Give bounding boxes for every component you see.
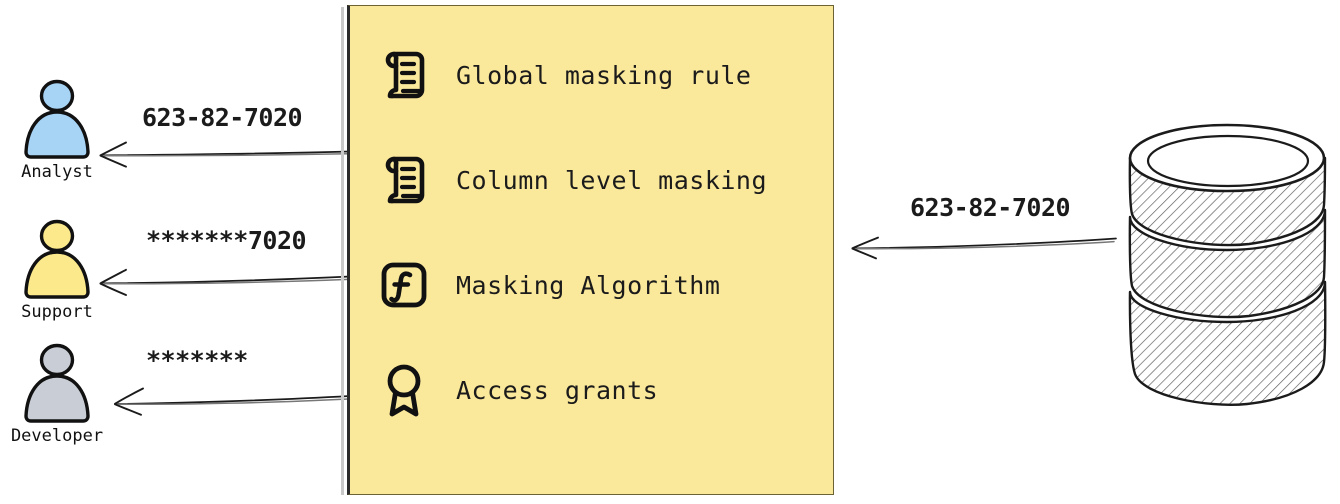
- policy-item-label: Access grants: [456, 375, 659, 405]
- award-ribbon-icon: [380, 364, 428, 417]
- card-edge-shadow: [341, 7, 344, 495]
- policy-item[interactable]: Column level masking: [380, 149, 820, 211]
- policy-item-label: Column level masking: [456, 165, 768, 195]
- actor-analyst: Analyst: [2, 78, 112, 182]
- actor-developer: Developer: [2, 342, 112, 446]
- actor-label: Developer: [10, 426, 104, 446]
- arrow-shaft: [99, 268, 351, 296]
- arrow-shaft: [851, 236, 1117, 260]
- policy-item[interactable]: Access grants: [380, 359, 820, 421]
- flow-label-analyst: 623-82-7020: [142, 103, 303, 132]
- flow-arrow-developer: *******: [110, 346, 352, 416]
- database-cylinder-icon: [1117, 120, 1337, 410]
- policy-item[interactable]: Global masking rule: [380, 44, 820, 106]
- actor-support: Support: [2, 218, 112, 322]
- scroll-icon: [380, 154, 428, 206]
- person-icon: [24, 343, 90, 423]
- person-icon: [24, 79, 90, 159]
- person-icon: [24, 219, 90, 299]
- flow-label-database: 623-82-7020: [910, 193, 1071, 222]
- policy-item[interactable]: Masking Algorithm: [380, 254, 820, 316]
- flow-arrow-analyst: 623-82-7020: [96, 98, 352, 168]
- flow-label-support: *******7020: [146, 226, 307, 255]
- policy-item-list: Global masking rule Column level maskin: [380, 44, 820, 464]
- flow-arrow-database: 623-82-7020: [848, 190, 1118, 260]
- actor-label: Support: [21, 302, 93, 322]
- policy-item-label: Masking Algorithm: [456, 270, 721, 300]
- arrow-shaft: [99, 141, 351, 168]
- flow-label-developer: *******: [146, 346, 248, 375]
- function-icon: [380, 259, 428, 311]
- policy-card: Global masking rule Column level maskin: [347, 5, 834, 495]
- policy-item-label: Global masking rule: [456, 60, 752, 90]
- actor-label: Analyst: [21, 162, 93, 182]
- flow-arrow-support: *******7020: [96, 226, 352, 296]
- arrow-shaft: [114, 387, 351, 416]
- scroll-icon: [380, 49, 428, 101]
